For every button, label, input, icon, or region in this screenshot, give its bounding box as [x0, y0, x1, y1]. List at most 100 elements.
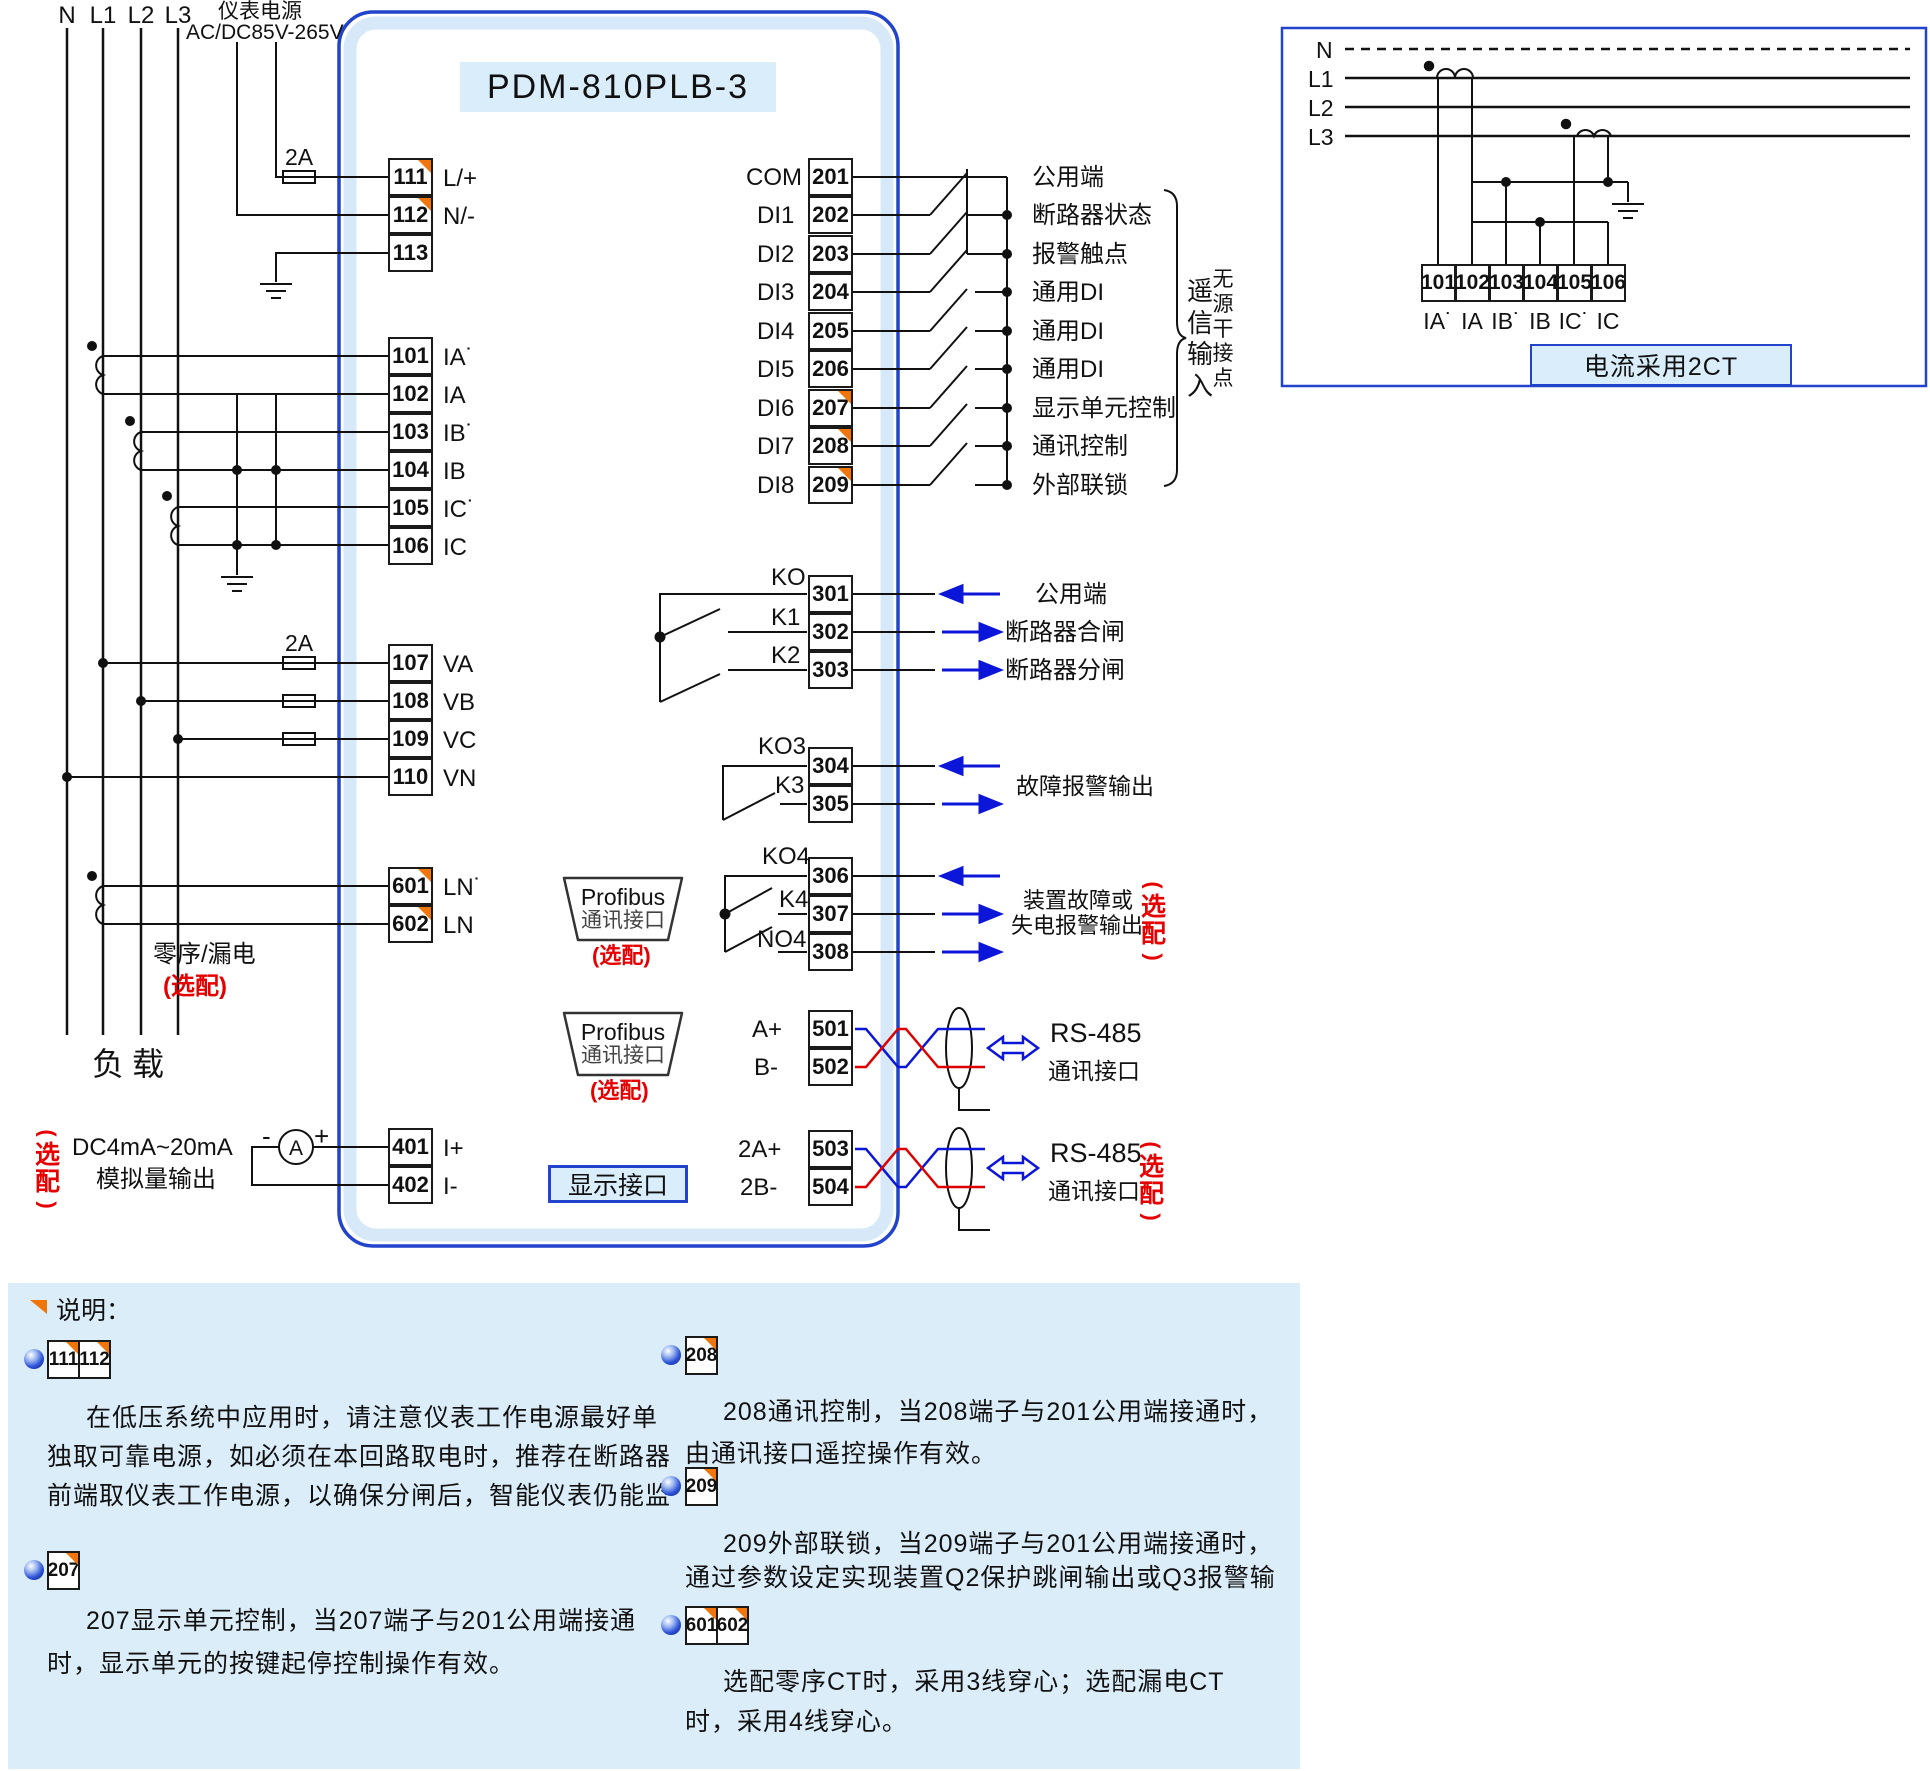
- arrow-right-icon: [978, 903, 1005, 925]
- note-tag-111: 111: [47, 1340, 80, 1379]
- ct-terminal-103: 103: [1489, 264, 1524, 302]
- terminal-504: 504: [808, 1168, 853, 1206]
- ground-icon: [1612, 203, 1644, 219]
- corner-mark-icon: [97, 1342, 109, 1354]
- terminal-402: 402: [388, 1166, 433, 1204]
- shield-icon: [945, 1127, 973, 1209]
- terminal-number: 209: [812, 472, 849, 497]
- terminal-label: IA˙: [443, 344, 474, 371]
- corner-mark-icon: [704, 1469, 716, 1481]
- voltage-wiring: [62, 656, 390, 782]
- ct-coil-icon: [1576, 129, 1612, 140]
- ct-panel-frame: [1280, 26, 1928, 388]
- vertical-paren: ): [1141, 953, 1167, 961]
- polarity-dot: [87, 341, 97, 351]
- terminal-number: 101: [392, 343, 429, 368]
- tag-number: 111: [48, 1348, 79, 1370]
- note-tag-601: 601: [685, 1606, 718, 1645]
- ammeter-letter: A: [289, 1137, 304, 1160]
- tag-number: 601: [685, 1614, 718, 1636]
- phase-label: L3: [164, 2, 192, 29]
- analog-range-label: DC4mA~20mA: [72, 1134, 233, 1161]
- note-line: 209外部联锁，当209端子与201公用端接通时，: [723, 1530, 1274, 1558]
- profibus-label: Profibus: [580, 1019, 666, 1045]
- terminal-105: 105: [388, 489, 433, 527]
- terminal-number: 204: [812, 279, 849, 304]
- di-desc-label: 通用DI: [1032, 356, 1104, 383]
- bullet-orb-icon: [661, 1476, 681, 1496]
- rs485-wiring-1: [855, 1007, 1041, 1111]
- fuse-rating-label: 2A: [285, 630, 314, 656]
- terminal-number: 113: [392, 240, 429, 265]
- leakage-note-label: 零序/漏电: [153, 941, 256, 968]
- relay-desc-label: 故障报警输出: [1016, 773, 1154, 799]
- profibus-port-label: 通讯接口: [581, 909, 665, 932]
- phase-lines: [65, 28, 180, 1035]
- relay-contact-icon: [659, 673, 721, 703]
- di-desc-label: 通用DI: [1032, 279, 1104, 306]
- corner-mark-icon: [704, 1608, 716, 1620]
- relay-desc-label: 失电报警输出: [1011, 913, 1144, 938]
- relay-contact-label: K1: [771, 604, 801, 631]
- terminal-108: 108: [388, 682, 433, 720]
- rs485-pin-label: B-: [754, 1054, 778, 1081]
- terminal-number: 102: [1454, 271, 1491, 294]
- note-line: 选配零序CT时，采用3线穿心；选配漏电CT: [723, 1668, 1225, 1696]
- di-name-label: DI2: [757, 241, 795, 268]
- note-line: 时，采用4线穿心。: [685, 1708, 908, 1736]
- di-wiring: [853, 169, 1187, 490]
- note-tag-209: 209: [685, 1467, 718, 1506]
- note-line: 通过参数设定实现装置Q2保护跳闸输出或Q3报警输: [685, 1564, 1276, 1592]
- vertical-paren: (: [35, 1129, 61, 1137]
- terminal-number: 101: [1420, 271, 1457, 294]
- di-desc-label: 通用DI: [1032, 318, 1104, 345]
- relay-contact-label: NO4: [757, 926, 807, 953]
- ground-icon: [260, 283, 292, 299]
- di-desc-label: 报警触点: [1032, 241, 1128, 268]
- rs485-port-label: 通讯接口: [1048, 1178, 1140, 1204]
- relay-desc-label: 公用端: [1035, 581, 1107, 608]
- terminal-number: 501: [812, 1016, 849, 1041]
- terminal-502: 502: [808, 1048, 853, 1086]
- di-name-label: DI4: [757, 318, 795, 345]
- terminal-number: 504: [812, 1174, 849, 1199]
- corner-mark-icon: [704, 1338, 716, 1350]
- terminal-number: 601: [392, 873, 429, 898]
- phase-label: L2: [127, 2, 155, 29]
- double-arrow-icon: [985, 1034, 1041, 1062]
- ct-terminal-106: 106: [1591, 264, 1626, 302]
- supply-range-label: AC/DC85V-265V: [186, 21, 344, 44]
- terminal-label: I-: [443, 1173, 458, 1200]
- relay-desc-label: 装置故障或: [1023, 888, 1134, 913]
- terminal-number: 305: [812, 791, 849, 816]
- optional-label: (选配): [592, 943, 651, 968]
- rs485-wiring-2: [855, 1127, 1041, 1231]
- switch-icon: [929, 172, 968, 216]
- bullet-orb-icon: [661, 1615, 681, 1635]
- terminal-304: 304: [808, 747, 853, 785]
- profibus-connector-icons: [562, 876, 684, 1077]
- polarity-dot: [162, 491, 172, 501]
- optional-label: (选配): [163, 973, 227, 1000]
- terminal-201: 201: [808, 158, 853, 196]
- relay-common-label: KO: [771, 564, 806, 591]
- ct-terminal-label: IB: [1529, 308, 1551, 334]
- tag-number: 209: [685, 1475, 718, 1497]
- note-line: 由通讯接口遥控操作有效。: [685, 1440, 998, 1468]
- dry-contact-label: 无源干接点: [1212, 268, 1234, 391]
- optional-label: (选配): [590, 1078, 649, 1103]
- ct-terminal-105: 105: [1557, 264, 1592, 302]
- ct-terminal-101: 101: [1421, 264, 1456, 302]
- device-title-box: PDM-810PLB-3: [460, 62, 776, 112]
- plus-sign: +: [314, 1121, 330, 1151]
- terminal-205: 205: [808, 312, 853, 350]
- rs485-name-label: RS-485: [1050, 1018, 1142, 1048]
- ct-terminal-label: IA: [1461, 308, 1483, 334]
- note-tag-207: 207: [47, 1551, 80, 1590]
- switch-icon: [929, 211, 968, 255]
- polarity-dot: [1423, 60, 1435, 72]
- di-name-label: DI1: [757, 202, 795, 229]
- corner-mark-icon: [838, 468, 851, 481]
- terminal-308: 308: [808, 933, 853, 971]
